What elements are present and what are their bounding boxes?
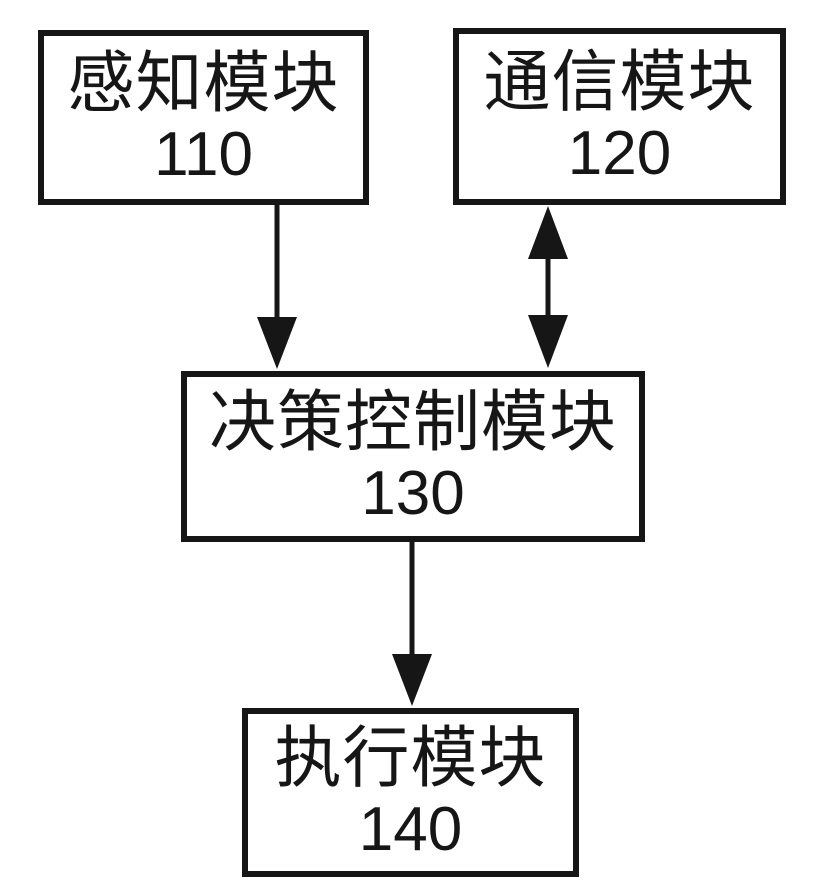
node-reference-number: 130 bbox=[361, 459, 465, 529]
node-label: 执行模块 bbox=[274, 720, 547, 796]
arrowhead-down-icon bbox=[528, 315, 568, 368]
node-reference-number: 110 bbox=[154, 120, 253, 190]
node-label: 感知模块 bbox=[67, 45, 340, 121]
arrow-decision-to-execution bbox=[392, 542, 432, 706]
node-label: 决策控制模块 bbox=[209, 384, 617, 460]
node-execution-module: 执行模块 140 bbox=[242, 708, 579, 877]
node-reference-number: 120 bbox=[567, 119, 672, 189]
arrow-communication-decision-bidirectional bbox=[528, 206, 568, 368]
arrowhead-down-icon bbox=[257, 317, 297, 369]
node-reference-number: 140 bbox=[358, 795, 463, 865]
arrowhead-up-icon bbox=[528, 206, 568, 259]
node-communication-module: 通信模块 120 bbox=[453, 28, 786, 205]
arrow-perception-to-decision bbox=[257, 205, 297, 369]
node-label: 通信模块 bbox=[483, 44, 756, 120]
node-decision-control-module: 决策控制模块 130 bbox=[181, 371, 645, 542]
node-perception-module: 感知模块 110 bbox=[38, 30, 369, 205]
arrowhead-down-icon bbox=[392, 654, 432, 706]
